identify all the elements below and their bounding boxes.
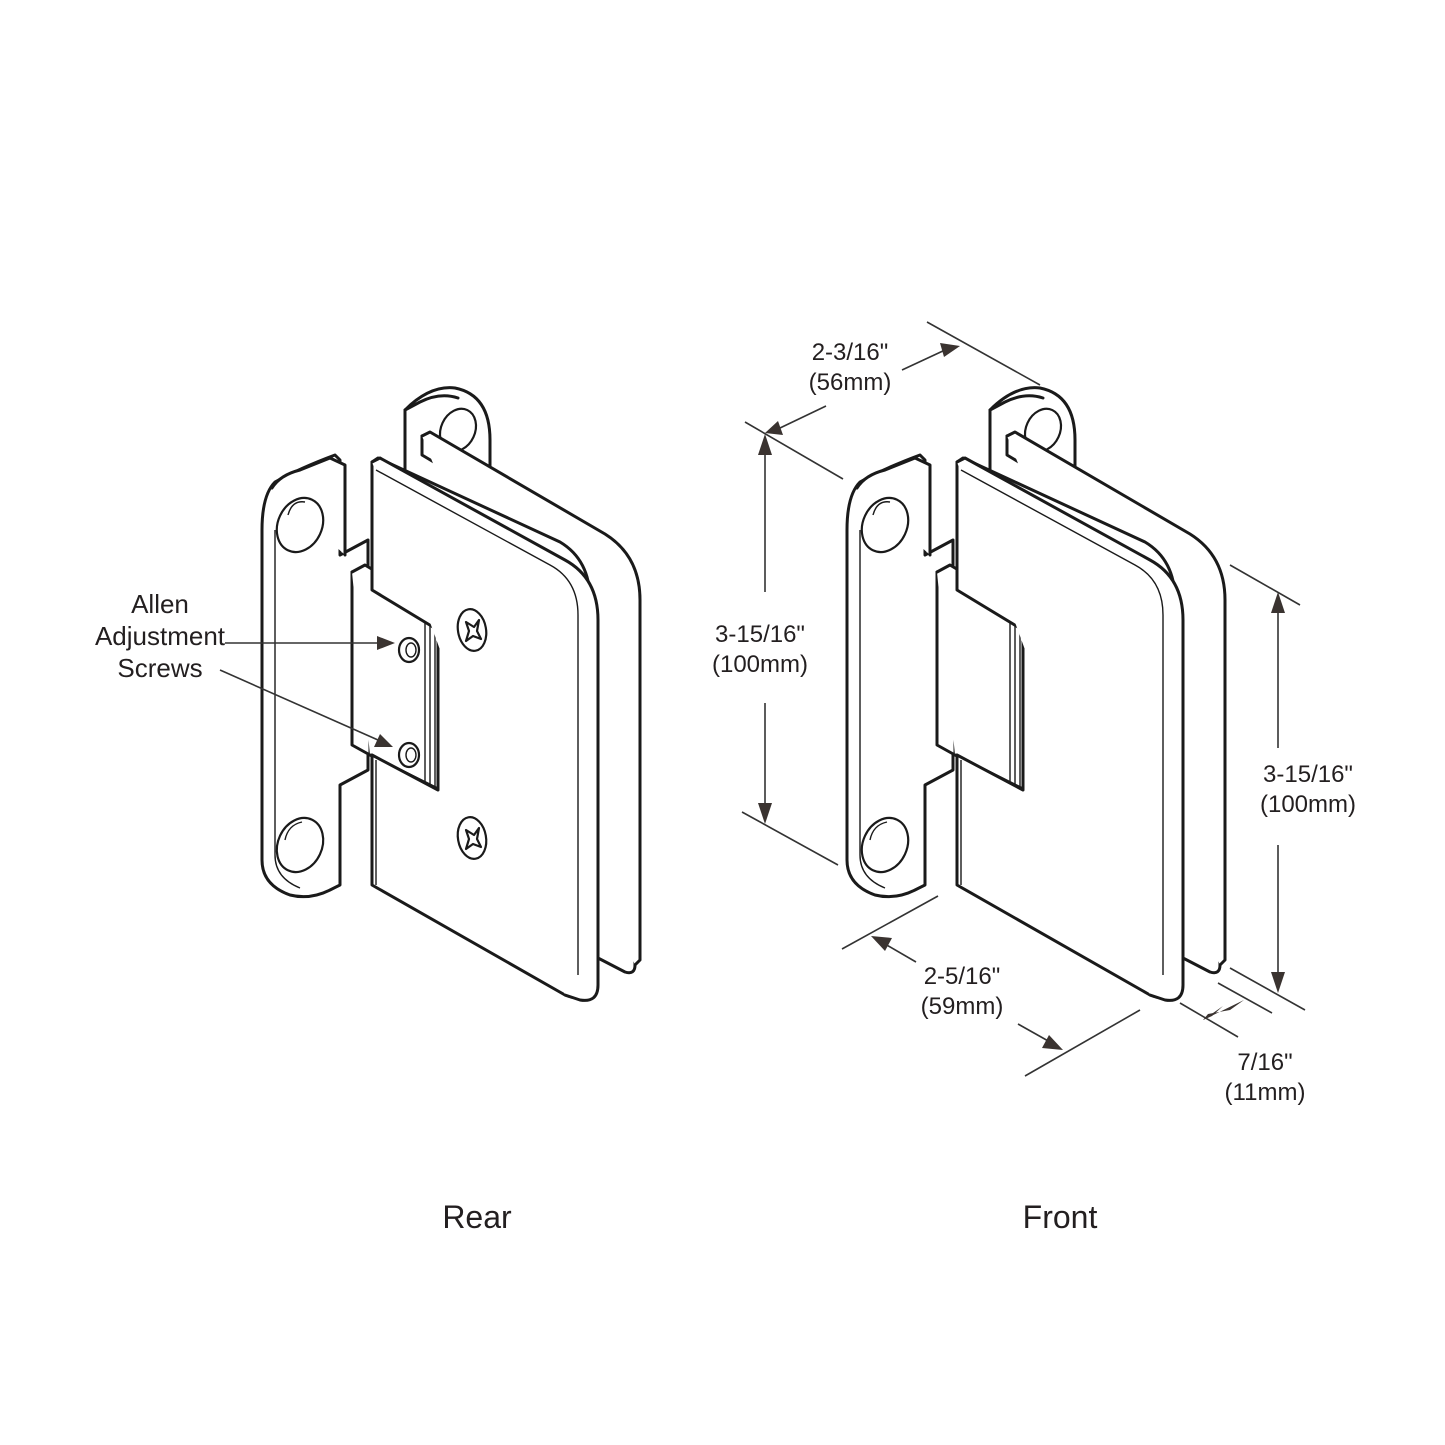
dimension-metric: (59mm) [920,993,1004,1020]
rear-view-caption: Rear [442,1199,512,1235]
dimension-imperial: 2-3/16" [811,339,889,366]
dimension-imperial: 3-15/16" [1263,761,1353,788]
callout-line-1: Allen [131,589,189,619]
dimension-metric: (100mm) [711,651,808,678]
front-view-caption: Front [1022,1199,1098,1235]
dimension-imperial: 3-15/16" [715,621,805,648]
dimension-left-height: 3-15/16" (100mm) [695,620,825,680]
dimension-metric: (100mm) [1259,791,1356,818]
dimension-thickness: 7/16" (11mm) [1205,1048,1325,1108]
callout-line-3: Screws [117,653,203,683]
front-hinge-view [741,321,1306,1077]
rear-hinge-view [219,386,642,1002]
allen-screws-callout: Allen Adjustment Screws [70,588,250,684]
callout-line-2: Adjustment [94,621,226,651]
dimension-metric: (56mm) [808,369,892,396]
dimension-metric: (11mm) [1224,1079,1306,1106]
phillips-screw-icon [456,608,488,860]
dimension-top-width: 2-3/16" (56mm) [790,338,910,398]
dimension-right-height: 3-15/16" (100mm) [1243,760,1373,820]
dimension-imperial: 7/16" [1237,1049,1293,1076]
dimension-imperial: 2-5/16" [923,963,1001,990]
allen-screw-icon [397,636,421,769]
dimension-bottom-width: 2-5/16" (59mm) [902,962,1022,1022]
